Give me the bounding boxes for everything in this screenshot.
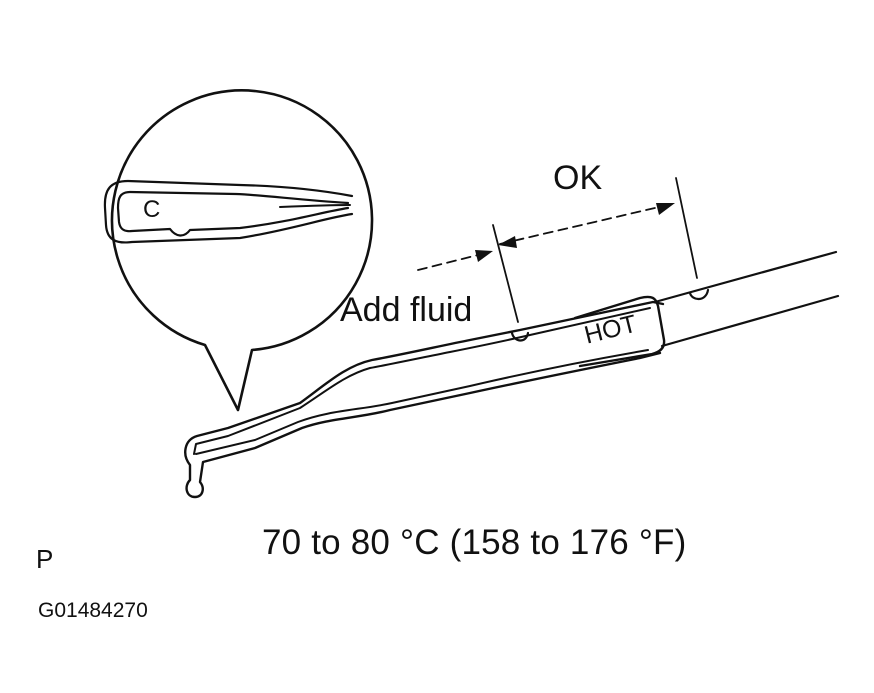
add-arrowhead bbox=[475, 250, 493, 262]
add-notch bbox=[510, 331, 530, 342]
ok-range-arrow bbox=[499, 203, 673, 245]
ok-arrowhead-right bbox=[656, 203, 675, 215]
add-extension-line bbox=[492, 224, 519, 323]
magnified-tip-outer bbox=[103, 179, 354, 244]
magnifier-callout bbox=[110, 89, 374, 412]
temperature-label: 70 to 80 °C (158 to 176 °F) bbox=[262, 523, 687, 562]
dipstick-blade-inner bbox=[193, 307, 651, 455]
rod-top bbox=[653, 250, 838, 304]
hot-grip bbox=[573, 295, 666, 368]
magnified-tip-inner bbox=[116, 190, 350, 237]
ok-notch bbox=[688, 288, 710, 301]
corner-letter: P bbox=[36, 544, 54, 574]
ok-arrowhead-left bbox=[498, 236, 517, 248]
tip-mark-label: C bbox=[143, 196, 161, 223]
rod-bottom bbox=[660, 294, 840, 348]
add-fluid-label: Add fluid bbox=[340, 291, 473, 329]
magnified-tip-gap bbox=[279, 204, 351, 208]
ok-label: OK bbox=[553, 159, 603, 197]
ok-extension-line bbox=[675, 177, 698, 279]
dipstick-blade bbox=[184, 300, 665, 499]
figure-id: G01484270 bbox=[38, 599, 148, 622]
